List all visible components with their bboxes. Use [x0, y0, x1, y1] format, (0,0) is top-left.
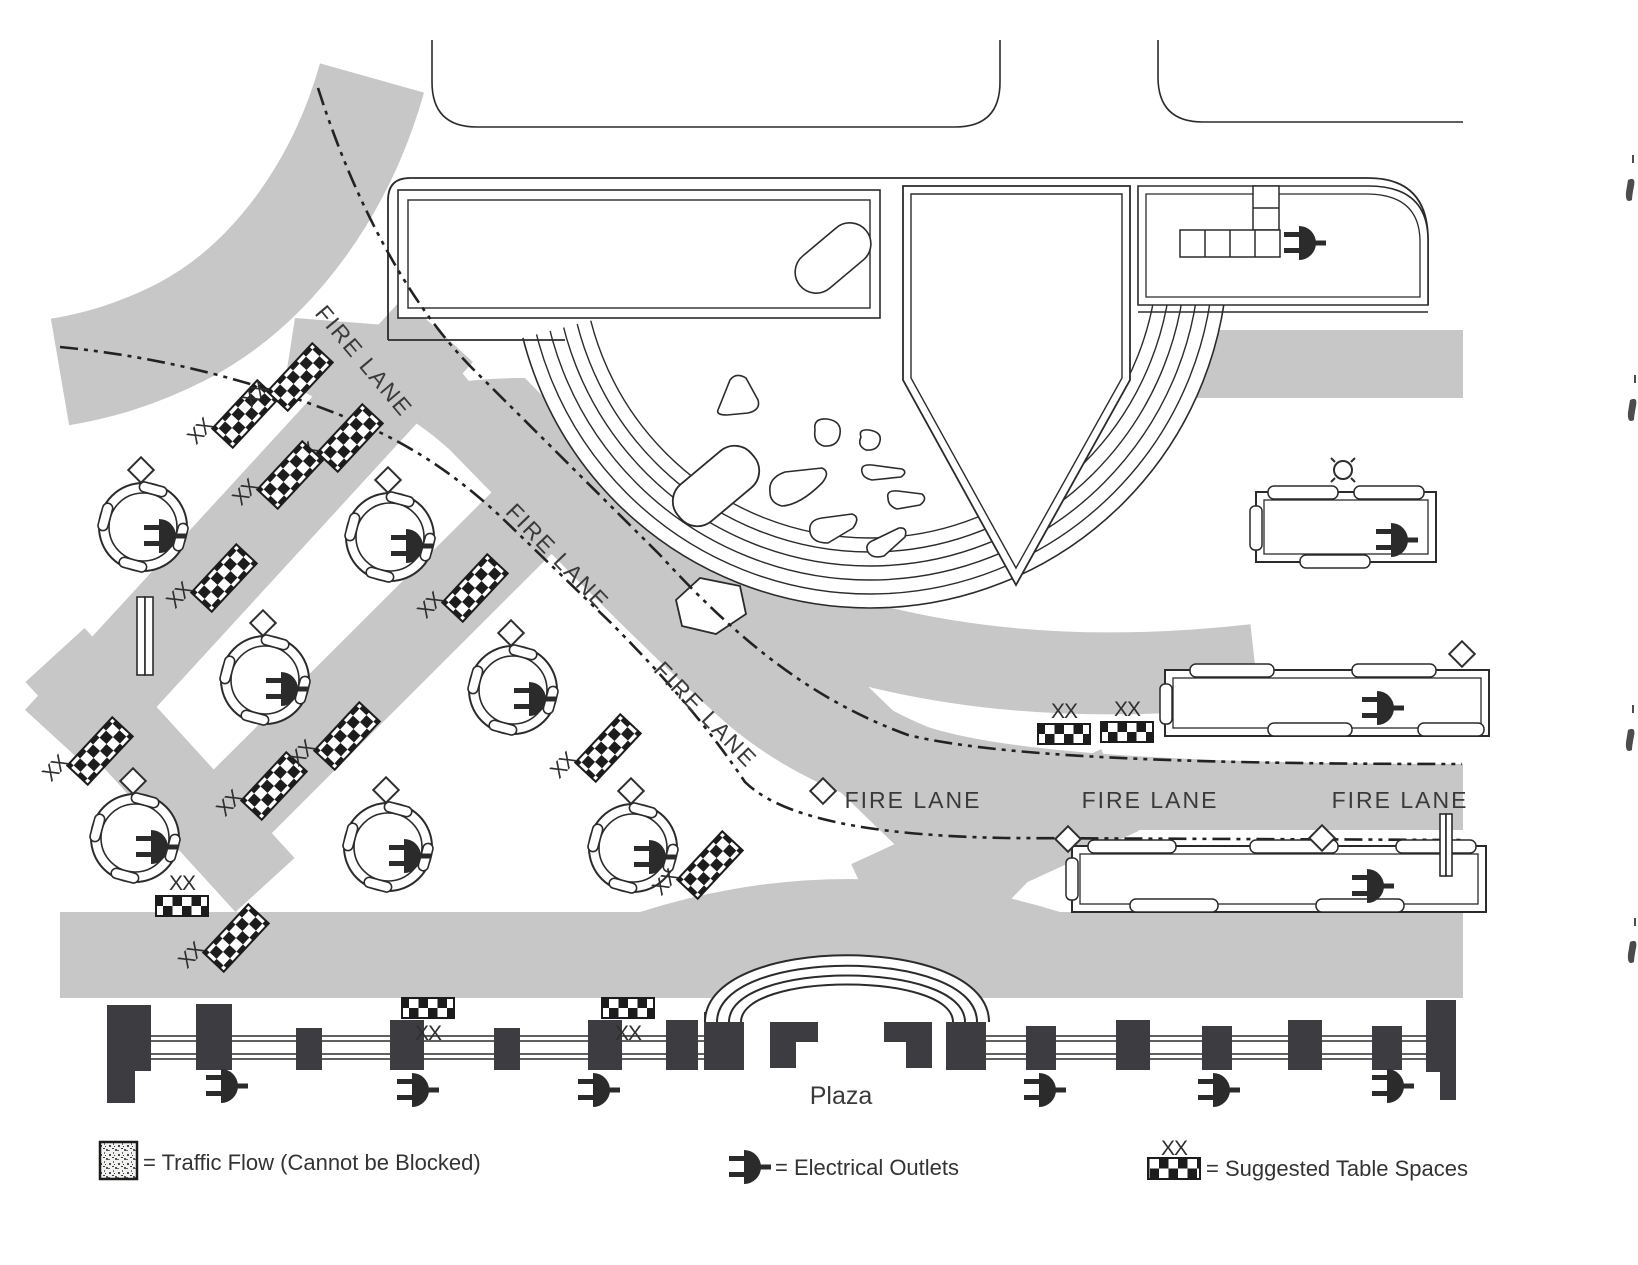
building-complex [387, 177, 1429, 587]
bench-vertical-right [1439, 813, 1453, 877]
fire-lane-line-lower [59, 345, 1463, 842]
pentagon-structure [902, 185, 1131, 587]
fire-lane-label: FIRE LANE [1082, 787, 1219, 813]
bench-middle-right [1159, 663, 1490, 737]
table-space-marker [1037, 723, 1091, 745]
legend-electrical-text: = Electrical Outlets [775, 1155, 959, 1180]
bench-lower-right [1065, 839, 1487, 913]
legend-traffic-flow-text: = Traffic Flow (Cannot be Blocked) [143, 1150, 481, 1175]
legend: = Traffic Flow (Cannot be Blocked) = Ele… [98, 1137, 1468, 1184]
table-space-marker [401, 997, 455, 1019]
fire-lane-label: FIRE LANE [845, 787, 982, 813]
fire-lane-label: FIRE LANE [1332, 787, 1469, 813]
amphitheater-benches [671, 444, 761, 635]
table-xx-mark: XX [1051, 700, 1078, 723]
bench-vertical-left [136, 596, 154, 676]
traffic-flow-swatch [98, 1140, 139, 1181]
legend-tables-text: = Suggested Table Spaces [1206, 1156, 1468, 1181]
pool [397, 189, 881, 319]
table-xx-mark: XX [615, 1022, 642, 1045]
light-marker [1330, 457, 1356, 483]
scan-artifacts [1625, 155, 1637, 963]
colonnade-pillars [107, 1000, 1456, 1103]
colonnade [107, 954, 1456, 1103]
table-swatch [1147, 1157, 1201, 1180]
table-xx-mark: XX [415, 1022, 442, 1045]
table-xx-mark: XX [1114, 698, 1141, 721]
table-space-marker [1100, 721, 1154, 743]
plaza-label: Plaza [810, 1082, 873, 1110]
stairs [1179, 185, 1281, 258]
plaza-arch [704, 954, 990, 1023]
legend-tables: XX = Suggested Table Spaces [1147, 1137, 1468, 1181]
upper-building-outlines [431, 40, 1463, 128]
rock-garden [716, 374, 926, 558]
right-wing [1137, 185, 1429, 313]
fire-lane-line-upper [316, 87, 1463, 766]
legend-xx-mark: XX [1161, 1137, 1188, 1160]
fire-lane-boundaries [59, 87, 1463, 842]
table-xx-mark: XX [169, 872, 196, 895]
legend-traffic-flow: = Traffic Flow (Cannot be Blocked) [98, 1140, 481, 1181]
table-space-marker [601, 997, 655, 1019]
table-space-marker [155, 895, 209, 917]
legend-electrical: = Electrical Outlets [729, 1150, 959, 1184]
bench-upper-right [1249, 485, 1437, 569]
